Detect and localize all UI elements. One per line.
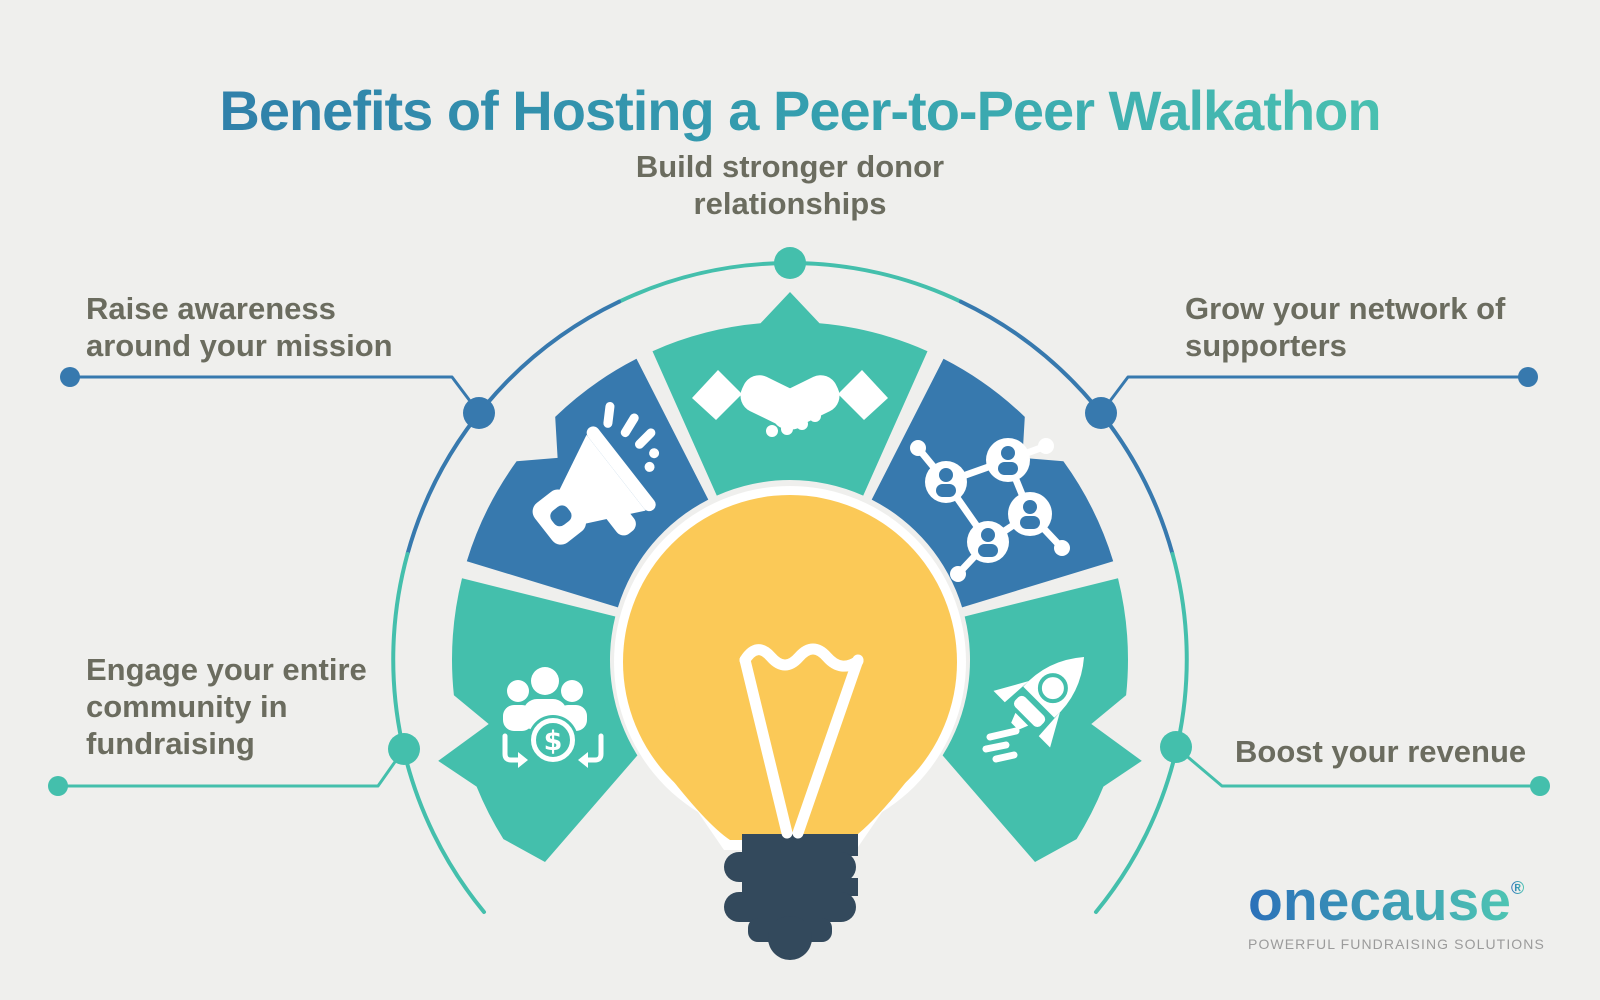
connector-raise-awareness <box>60 367 481 415</box>
benefit-label-engage-community: Engage your entire community in fundrais… <box>86 652 367 761</box>
ring-node-upper-left <box>463 397 495 429</box>
brand-wordmark: onecause <box>1248 869 1511 933</box>
coin-dollar-symbol: $ <box>544 726 563 757</box>
bulb-filament <box>739 643 864 839</box>
megaphone-icon <box>532 401 660 545</box>
onecause-logo: onecause® POWERFUL FUNDRAISING SOLUTIONS <box>1248 869 1545 952</box>
ring-node-upper-right <box>1085 397 1117 429</box>
brand-tagline: POWERFUL FUNDRAISING SOLUTIONS <box>1248 935 1545 952</box>
connector-dot <box>48 776 68 796</box>
handshake-icon <box>692 370 888 437</box>
connector-dot <box>60 367 80 387</box>
ring-node-lower-right <box>1160 731 1192 763</box>
community-funding-icon: $ <box>502 667 604 768</box>
lightbulb-icon <box>614 486 966 960</box>
page-title: Benefits of Hosting a Peer-to-Peer Walka… <box>0 78 1600 143</box>
connector-boost-revenue <box>1174 745 1550 796</box>
bulb-base <box>724 834 858 960</box>
people-network-icon <box>910 438 1070 582</box>
benefit-label-boost-revenue: Boost your revenue <box>1235 734 1527 769</box>
benefit-label-raise-awareness: Raise awareness around your mission <box>86 291 393 363</box>
benefit-label-build-donor-relationships: Build stronger donor relationships <box>635 149 945 221</box>
rocket-icon <box>982 656 1085 763</box>
segment-grow-network <box>871 358 1114 608</box>
registered-trademark-symbol: ® <box>1510 878 1525 898</box>
ring-node-lower-left <box>388 733 420 765</box>
connector-grow-network <box>1099 367 1538 415</box>
ring-node-top <box>774 247 806 279</box>
connector-dot <box>1518 367 1538 387</box>
benefit-label-grow-network: Grow your network of supporters <box>1185 291 1506 363</box>
ring-nodes <box>388 247 1192 765</box>
connector-dot <box>1530 776 1550 796</box>
